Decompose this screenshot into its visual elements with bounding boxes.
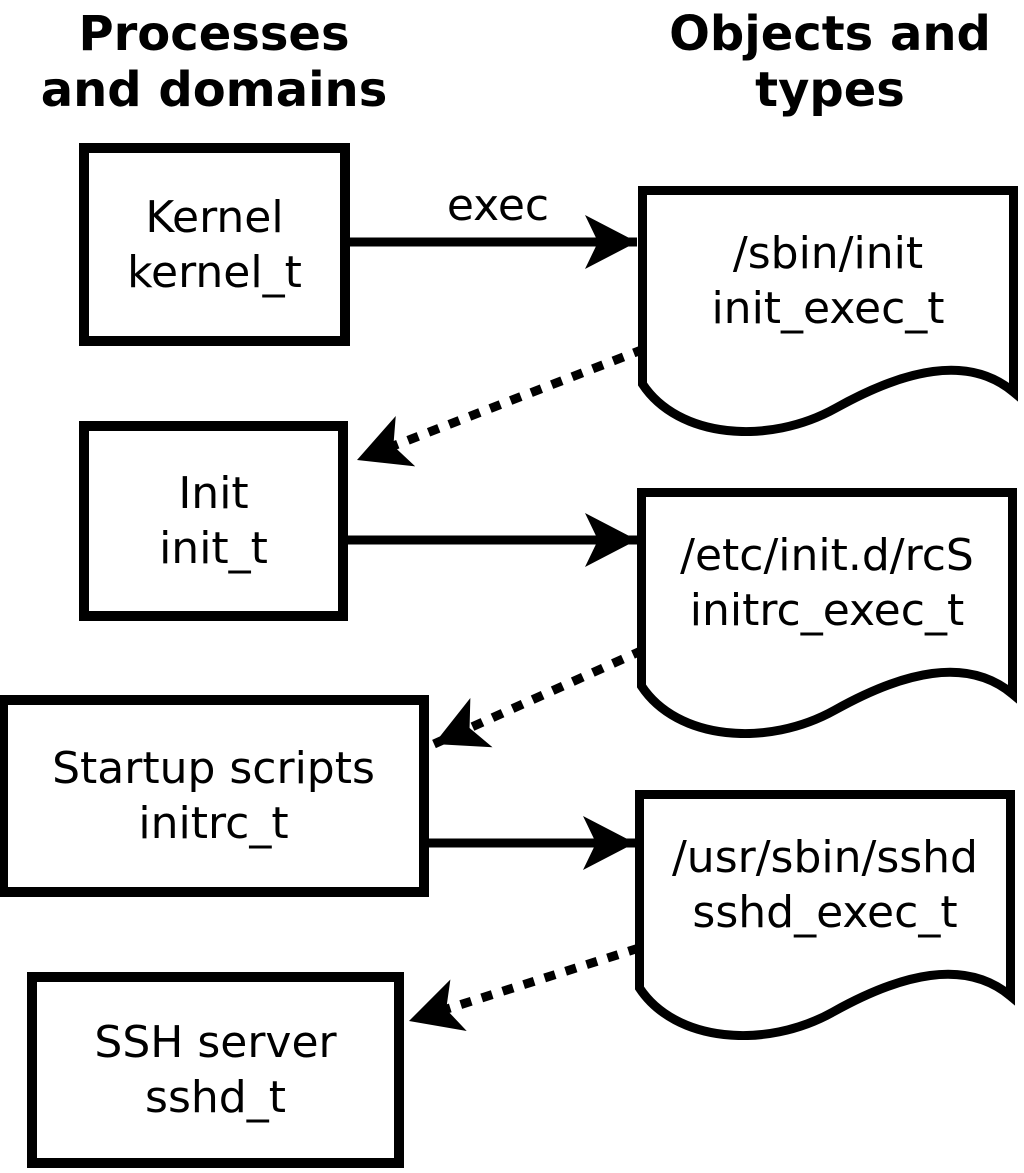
process-name: Startup scripts — [52, 743, 375, 794]
edge-transition-sshd-to-sshd-t — [407, 943, 641, 1032]
document-shape-icon — [635, 790, 1015, 1040]
object-node-etc-initd-rcs: /etc/init.d/rcS initrc_exec_t — [637, 488, 1017, 738]
object-path: /etc/init.d/rcS — [680, 530, 974, 581]
process-domain: kernel_t — [127, 246, 302, 298]
process-name: Init — [178, 468, 249, 519]
object-path: /sbin/init — [732, 228, 924, 279]
process-domain: sshd_t — [145, 1072, 286, 1123]
process-name: Kernel — [145, 191, 284, 243]
process-node-init: Init init_t — [79, 421, 348, 621]
object-node-sbin-init: /sbin/init init_exec_t — [638, 186, 1018, 436]
process-node-kernel: Kernel kernel_t — [79, 143, 350, 346]
column-header-objects: Objects and types — [669, 6, 991, 119]
process-node-startup-scripts: Startup scripts initrc_t — [0, 695, 429, 897]
document-shape-icon — [637, 488, 1017, 738]
object-type: init_exec_t — [711, 283, 945, 334]
process-name: SSH server — [94, 1017, 337, 1068]
edge-transition-rcs-to-initrc-t — [432, 645, 645, 749]
object-type: sshd_exec_t — [692, 887, 958, 938]
process-domain: initrc_t — [138, 798, 289, 849]
column-header-processes: Processes and domains — [40, 6, 388, 119]
edge-label-exec: exec — [446, 180, 550, 231]
process-node-ssh-server: SSH server sshd_t — [27, 972, 404, 1168]
object-path: /usr/sbin/sshd — [671, 832, 978, 883]
edge-transition-sbin-init-to-init-t — [355, 344, 646, 467]
process-domain: init_t — [159, 523, 268, 574]
object-node-usr-sbin-sshd: /usr/sbin/sshd sshd_exec_t — [635, 790, 1015, 1040]
object-type: initrc_exec_t — [689, 585, 965, 636]
document-shape-icon — [638, 186, 1018, 436]
